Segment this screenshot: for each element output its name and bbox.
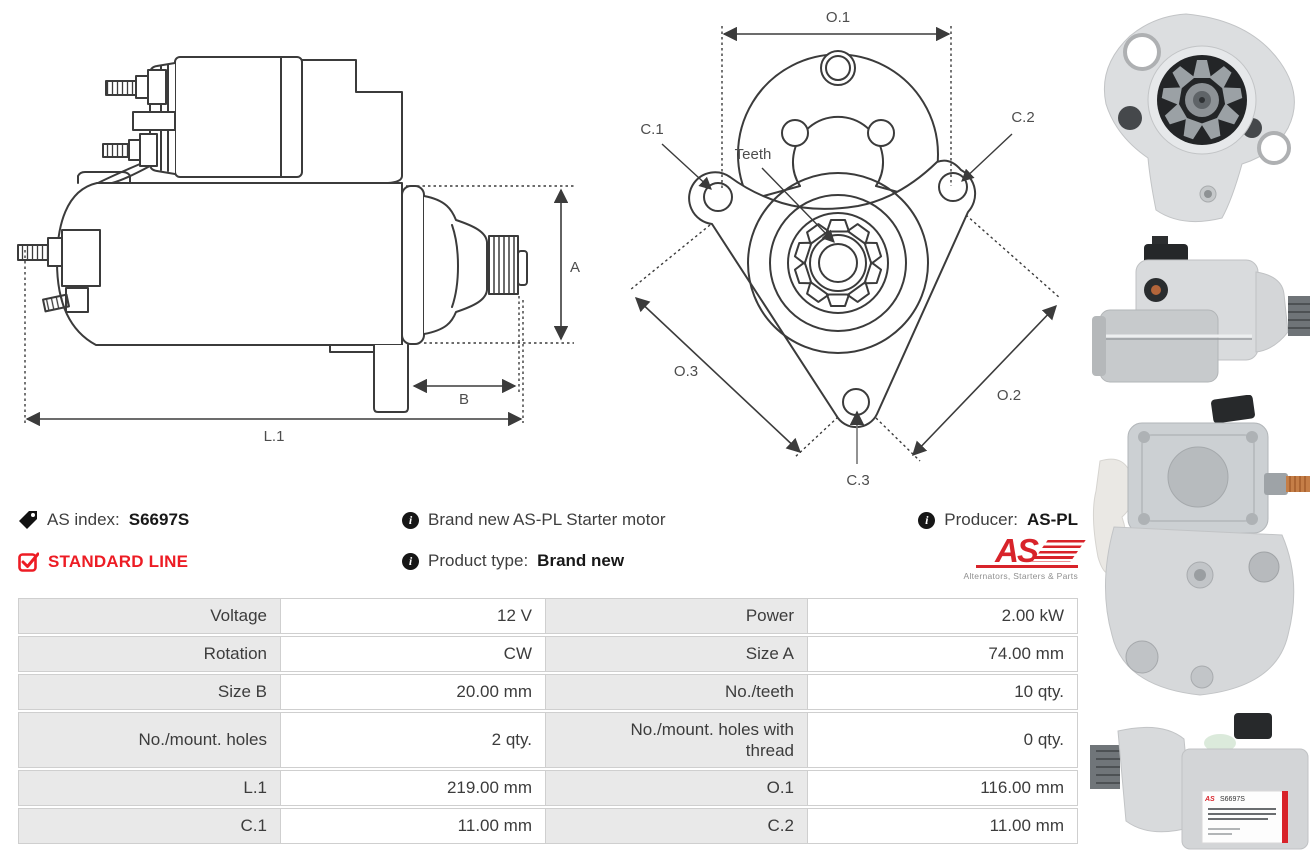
- dim-label-c2: C.2: [1011, 109, 1034, 126]
- spec-row-sizeb-teeth: Size B 20.00 mm No./teeth 10 qty.: [18, 674, 1078, 710]
- spec-value-cell: 12 V: [281, 598, 546, 634]
- standard-line-row: STANDARD LINE: [18, 551, 188, 572]
- as-pl-logo-subtitle: Alternators, Starters & Parts: [963, 571, 1078, 581]
- front-view-drawing: O.1 C.1 C.2 Teeth O.3 O.2 C.3: [629, 9, 1061, 489]
- spec-value-cell: CW: [281, 636, 546, 672]
- spec-label-cell: Rotation: [18, 636, 281, 672]
- spec-label-cell: L.1: [18, 770, 281, 806]
- info-icon: [402, 511, 419, 529]
- spec-label-cell: C.1: [18, 808, 281, 844]
- dim-label-o2: O.2: [997, 387, 1021, 404]
- spec-table: Voltage 12 V Power 2.00 kW Rotation CW S…: [18, 598, 1078, 844]
- info-icon: [918, 511, 936, 529]
- description-text: Brand new AS-PL Starter motor: [428, 510, 666, 529]
- spec-value-cell: 10 qty.: [808, 674, 1078, 710]
- standard-line-label: STANDARD LINE: [48, 551, 189, 571]
- as-index-label: AS index:: [47, 510, 120, 529]
- product-photo-side: [1092, 232, 1310, 395]
- spec-label-cell: C.2: [546, 808, 808, 844]
- photo-label-logo: AS: [1204, 796, 1215, 803]
- spec-label-cell: Voltage: [18, 598, 281, 634]
- spec-label-cell: Size B: [18, 674, 281, 710]
- spec-value-cell: 11.00 mm: [281, 808, 546, 844]
- spec-label-cell: Power: [546, 598, 808, 634]
- producer-row: Producer: AS-PL: [918, 510, 1078, 530]
- spec-label-cell: No./mount. holes: [18, 712, 281, 768]
- as-index-value: S6697S: [128, 510, 190, 529]
- starter-rear-photo-illustration: [1092, 394, 1310, 696]
- as-pl-logo-text: AS: [995, 532, 1039, 569]
- starter-side-photo-illustration: [1092, 236, 1310, 383]
- dim-label-c1: C.1: [640, 121, 663, 138]
- dim-label-b: B: [459, 391, 469, 408]
- product-photo-front: [1090, 8, 1310, 233]
- spec-row-l1-o1: L.1 219.00 mm O.1 116.00 mm: [18, 770, 1078, 806]
- dim-label-c3: C.3: [846, 472, 869, 489]
- starter-labeled-photo-illustration: AS S6697S: [1090, 713, 1309, 850]
- spec-row-mount-holes: No./mount. holes 2 qty. No./mount. holes…: [18, 712, 1078, 768]
- product-photo-side-label: AS S6697S: [1090, 705, 1312, 860]
- tag-icon: [19, 511, 37, 529]
- as-pl-logo-stripes-icon: [1032, 540, 1086, 562]
- dim-label-teeth: Teeth: [735, 146, 772, 163]
- as-pl-logo-underline: [976, 565, 1078, 568]
- as-pl-logo: AS Alternators, Starters & Parts: [963, 532, 1086, 581]
- product-type-value: Brand new: [537, 551, 625, 570]
- spec-value-cell: 116.00 mm: [808, 770, 1078, 806]
- spec-value-cell: 2.00 kW: [808, 598, 1078, 634]
- product-type-label: Product type:: [428, 551, 529, 570]
- photo-label-code: S6697S: [1220, 796, 1245, 803]
- spec-label-cell: No./mount. holes with thread: [546, 712, 808, 768]
- spec-value-cell: 74.00 mm: [808, 636, 1078, 672]
- product-type-row: Product type: Brand new: [402, 551, 624, 571]
- product-photo-rear: [1090, 394, 1310, 708]
- spec-value-cell: 20.00 mm: [281, 674, 546, 710]
- spec-label-cell: O.1: [546, 770, 808, 806]
- spec-label-cell: No./teeth: [546, 674, 808, 710]
- dim-label-o3: O.3: [674, 363, 698, 380]
- spec-value-cell: 0 qty.: [808, 712, 1078, 768]
- spec-value-cell: 219.00 mm: [281, 770, 546, 806]
- dim-label-a: A: [570, 259, 580, 276]
- spec-row-voltage-power: Voltage 12 V Power 2.00 kW: [18, 598, 1078, 634]
- spec-label-cell: Size A: [546, 636, 808, 672]
- spec-value-cell: 11.00 mm: [808, 808, 1078, 844]
- producer-value: AS-PL: [1027, 510, 1078, 529]
- as-index-row: AS index: S6697S: [18, 510, 189, 530]
- description-row: Brand new AS-PL Starter motor: [402, 510, 665, 530]
- spec-value-cell: 2 qty.: [281, 712, 546, 768]
- starter-front-photo-illustration: [1103, 13, 1295, 223]
- dim-label-o1: O.1: [826, 9, 850, 26]
- info-icon: [402, 552, 419, 570]
- spec-row-rotation-sizea: Rotation CW Size A 74.00 mm: [18, 636, 1078, 672]
- side-view-drawing: A B L.1: [17, 56, 580, 445]
- checkbox-checked-icon: [18, 552, 39, 572]
- producer-label: Producer:: [944, 510, 1018, 529]
- dim-label-l1: L.1: [264, 428, 285, 445]
- spec-row-c1-c2: C.1 11.00 mm C.2 11.00 mm: [18, 808, 1078, 844]
